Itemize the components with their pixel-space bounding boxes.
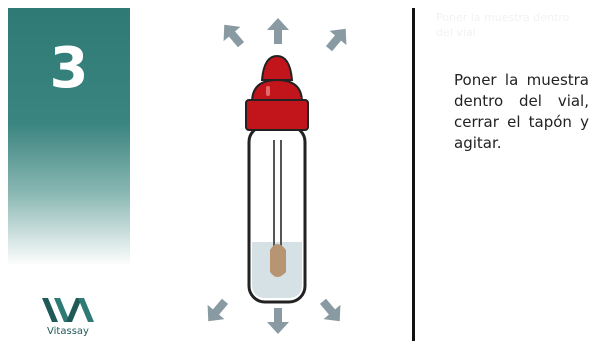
shake-arrow-icon bbox=[216, 18, 250, 52]
dropper-cap-icon bbox=[246, 56, 308, 130]
faint-header-text: Poner la muestra dentro del vial bbox=[436, 10, 588, 40]
instruction-text: Poner la muestra dentro del vial, cerrar… bbox=[454, 70, 589, 154]
step-number: 3 bbox=[8, 36, 130, 101]
vial-illustration bbox=[190, 0, 400, 341]
brand-name: Vitassay bbox=[36, 326, 100, 337]
divider bbox=[412, 8, 415, 341]
step-panel: 3 bbox=[8, 8, 130, 266]
vial-icon bbox=[249, 126, 305, 302]
logo-mark-icon bbox=[36, 296, 100, 326]
shake-arrow-icon bbox=[200, 294, 234, 328]
shake-arrow-icon bbox=[267, 18, 289, 44]
shake-arrow-icon bbox=[267, 308, 289, 334]
vitassay-logo: Vitassay bbox=[36, 296, 100, 340]
shake-arrow-icon bbox=[321, 22, 355, 56]
shake-arrow-icon bbox=[315, 294, 349, 328]
